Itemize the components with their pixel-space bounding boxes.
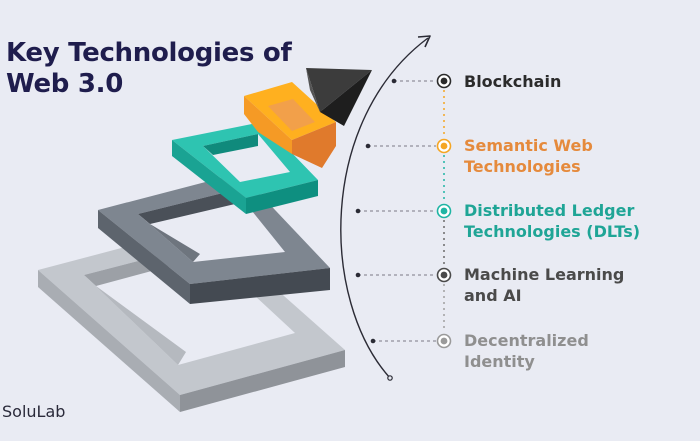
timeline-arc <box>340 37 429 379</box>
arc-dot-2 <box>365 143 371 149</box>
node-marker-core-4 <box>440 271 448 279</box>
technology-label-line: Technologies <box>464 157 581 176</box>
arc-dot-4 <box>355 272 361 278</box>
technology-label-line: Identity <box>464 352 535 371</box>
frame-orange <box>244 82 336 168</box>
title-line-2: Web 3.0 <box>6 69 124 99</box>
arc-dot-1 <box>391 78 397 84</box>
technology-label-1: Blockchain <box>464 71 561 92</box>
technology-label-line: Blockchain <box>464 72 562 91</box>
frame-teal <box>172 122 318 214</box>
technology-label-4: Machine Learning and AI <box>464 264 624 306</box>
technology-label-line: Decentralized <box>464 331 589 350</box>
frame-dark-gray <box>98 173 330 304</box>
brand-logo: SoluLab <box>2 402 66 421</box>
technology-label-line: Machine Learning <box>464 265 625 284</box>
node-marker-core-1 <box>440 77 448 85</box>
technology-label-line: and AI <box>464 286 522 305</box>
page-title: Key Technologies of Web 3.0 <box>6 38 292 100</box>
node-marker-core-3 <box>440 207 448 215</box>
node-marker-core-5 <box>440 337 448 345</box>
technology-label-line: Distributed Ledger <box>464 201 635 220</box>
technology-label-line: Technologies (DLTs) <box>464 222 641 241</box>
arc-dot-5 <box>370 338 376 344</box>
arrow-head-icon <box>417 35 431 48</box>
node-marker-core-2 <box>440 142 448 150</box>
frame-light-gray <box>38 226 345 412</box>
arc-end-point <box>387 375 393 381</box>
technology-label-line: Semantic Web <box>464 136 593 155</box>
title-line-1: Key Technologies of <box>6 38 292 68</box>
arc-dot-3 <box>355 208 361 214</box>
pyramid-black <box>306 68 372 126</box>
